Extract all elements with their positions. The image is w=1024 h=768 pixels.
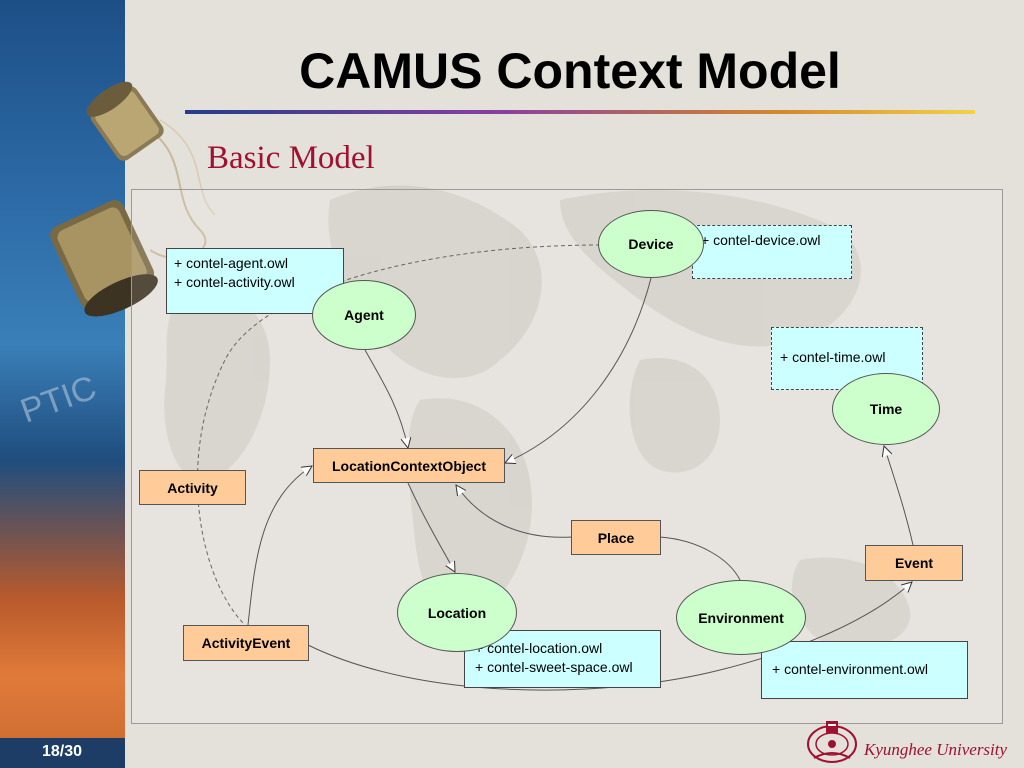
note-line: + contel-time.owl [780, 349, 886, 365]
page-number: 18/30 [42, 743, 83, 760]
node-event[interactable]: Event [865, 545, 963, 581]
node-location-context-object[interactable]: LocationContextObject [313, 448, 505, 483]
link-device-lco [505, 277, 652, 463]
note-line: + contel-sweet-space.owl [475, 659, 633, 675]
note-line: + contel-device.owl [701, 232, 821, 248]
link-device-activityevent-dashed [196, 244, 601, 626]
node-device[interactable]: Device [598, 210, 704, 278]
link-activityevent-event [307, 582, 912, 691]
link-place-lco [456, 485, 573, 538]
note-environment-ontology: + contel-environment.owl [761, 641, 968, 699]
slide-title: CAMUS Context Model [299, 43, 841, 99]
link-event-time [884, 446, 914, 546]
university-name: Kyunghee University [864, 740, 1008, 759]
note-line: + contel-activity.owl [174, 274, 295, 290]
node-place[interactable]: Place [571, 520, 661, 555]
link-place-environment [659, 536, 741, 581]
title-underline [185, 110, 975, 114]
note-device-ontology: + contel-device.owl [692, 225, 852, 279]
node-activity[interactable]: Activity [139, 470, 246, 505]
university-seal-icon [807, 721, 857, 763]
node-environment[interactable]: Environment [676, 580, 806, 655]
node-activity-event[interactable]: ActivityEvent [183, 625, 309, 661]
node-location[interactable]: Location [397, 573, 517, 652]
note-line: + contel-location.owl [475, 640, 603, 656]
link-agent-lco [364, 349, 408, 448]
note-line: + contel-agent.owl [174, 255, 289, 271]
slide-subtitle: Basic Model [207, 140, 375, 176]
node-agent[interactable]: Agent [312, 280, 416, 350]
footer-bar [0, 738, 125, 768]
node-time[interactable]: Time [832, 373, 940, 445]
note-line: + contel-environment.owl [772, 661, 929, 677]
link-lco-location [407, 482, 455, 572]
link-activityevent-lco [247, 466, 312, 626]
